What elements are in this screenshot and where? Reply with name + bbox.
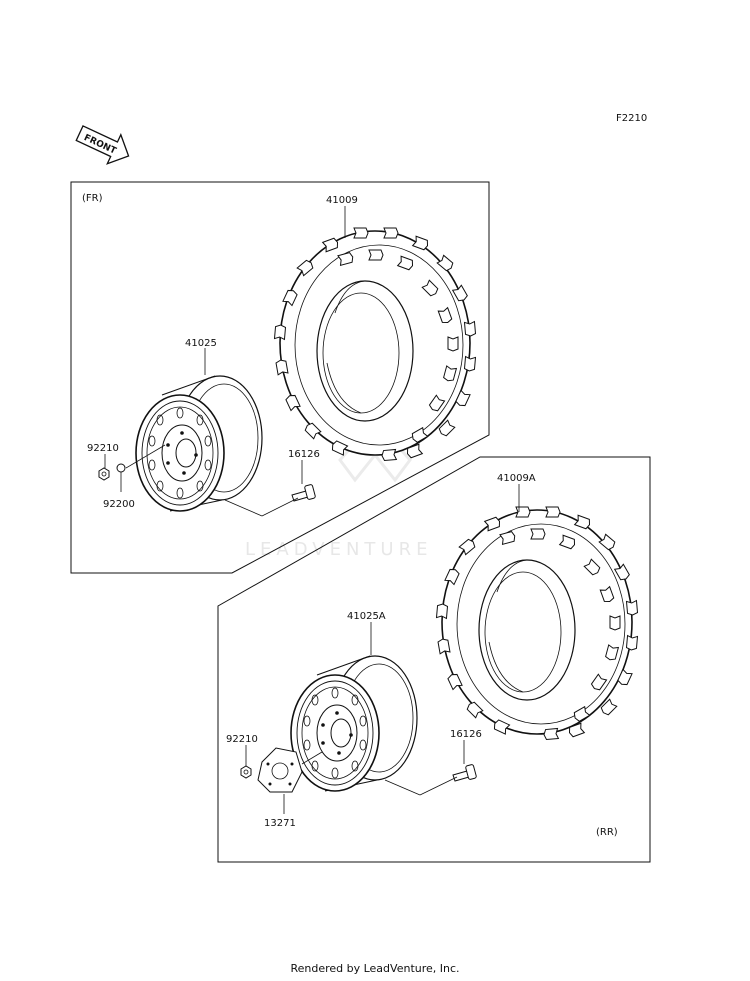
rear-nut bbox=[240, 765, 252, 779]
front-section-label: (FR) bbox=[82, 193, 103, 204]
part-label-92200: 92200 bbox=[103, 499, 135, 510]
rear-section: (RR) 41009A 41025A 16126 92210 13271 bbox=[217, 456, 651, 863]
front-section-border bbox=[70, 181, 490, 574]
part-label-13271: 13271 bbox=[264, 818, 296, 829]
part-label-16126-rear: 16126 bbox=[450, 729, 482, 740]
rear-valve bbox=[452, 763, 478, 782]
footer-credit: Rendered by LeadVenture, Inc. bbox=[290, 962, 460, 975]
part-label-92210-rear: 92210 bbox=[226, 734, 258, 745]
part-label-16126-front: 16126 bbox=[288, 449, 320, 460]
front-arrow-icon: FRONT bbox=[75, 125, 130, 165]
front-section: (FR) 41009 41025 16126 92210 92200 bbox=[70, 181, 490, 574]
rear-section-border bbox=[217, 456, 651, 863]
diagram-code: F2210 bbox=[616, 113, 647, 124]
front-tire bbox=[274, 228, 475, 461]
rear-hub-plate bbox=[257, 747, 303, 793]
front-wheel bbox=[135, 375, 263, 512]
part-label-41009A: 41009A bbox=[497, 473, 536, 484]
front-valve bbox=[291, 483, 317, 502]
rear-wheel bbox=[290, 655, 418, 792]
watermark-text: LEADVENTURE bbox=[245, 539, 432, 560]
part-label-41025A: 41025A bbox=[347, 611, 386, 622]
rear-section-label: (RR) bbox=[596, 827, 618, 838]
part-label-41025: 41025 bbox=[185, 338, 217, 349]
rear-tire bbox=[436, 507, 637, 740]
part-label-92210-front: 92210 bbox=[87, 443, 119, 454]
part-label-41009: 41009 bbox=[326, 195, 358, 206]
front-nut bbox=[98, 467, 110, 481]
front-washer bbox=[116, 463, 126, 473]
